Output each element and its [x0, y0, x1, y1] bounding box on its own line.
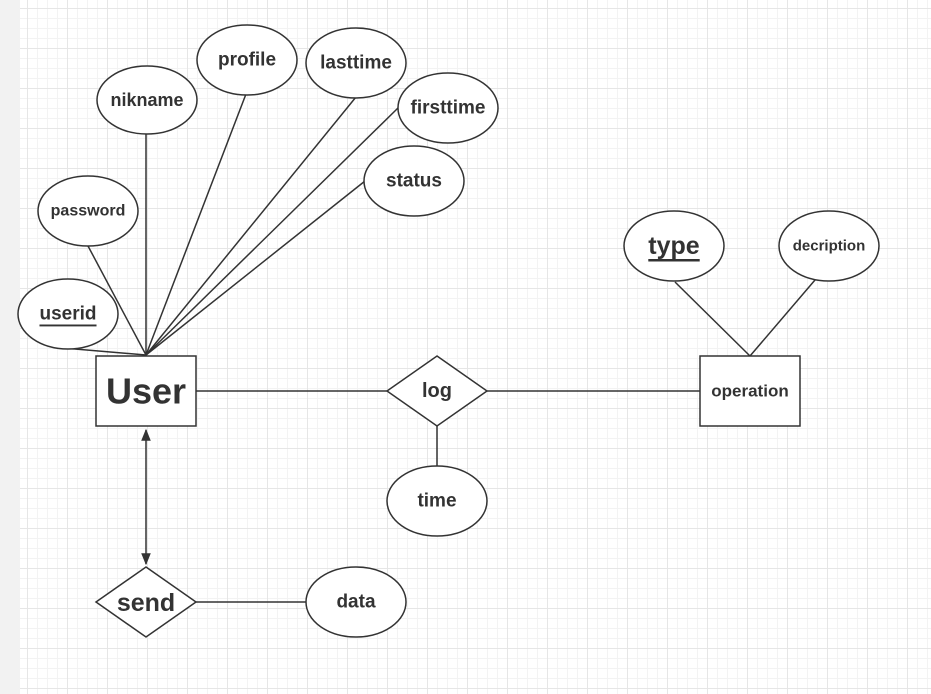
attribute-userid-label: userid [39, 304, 96, 325]
attribute-type: type [623, 210, 725, 282]
edge-user-status [145, 180, 366, 356]
attribute-password-label: password [51, 203, 126, 220]
entity-operation-label: operation [711, 382, 788, 401]
connectors [62, 93, 816, 603]
attribute-lasttime: lasttime [305, 27, 407, 99]
relationship-log: log [385, 355, 489, 427]
edge-user-password [87, 245, 147, 356]
attribute-firsttime: firsttime [397, 72, 499, 144]
attribute-password: password [37, 175, 139, 247]
entity-operation: operation [699, 355, 801, 427]
attribute-type-label: type [648, 232, 700, 260]
relationship-log-label: log [422, 380, 452, 402]
attribute-data-label: data [336, 592, 376, 613]
entity-user: User [95, 355, 197, 427]
attribute-data: data [305, 566, 407, 638]
edge-user-lasttime [145, 96, 357, 356]
attribute-firsttime-label: firsttime [411, 98, 486, 119]
edge-user-firsttime [145, 106, 400, 356]
edge-user-profile [145, 93, 247, 356]
attribute-userid: userid [17, 278, 119, 350]
attribute-status: status [363, 145, 465, 217]
attribute-decription: decription [778, 210, 880, 282]
entity-user-label: User [106, 371, 186, 412]
attribute-time: time [386, 465, 488, 537]
attribute-lasttime-label: lasttime [320, 53, 392, 74]
attribute-nikname-label: nikname [110, 90, 183, 110]
attribute-status-label: status [386, 171, 442, 192]
edge-operation-type [674, 281, 751, 357]
diagram-canvas [20, 0, 931, 694]
attribute-decription-label: decription [793, 238, 866, 255]
relationship-send: send [94, 566, 198, 638]
relationship-send-label: send [117, 589, 175, 617]
page-margin [0, 0, 20, 694]
attribute-profile-label: profile [218, 50, 276, 71]
attribute-profile: profile [196, 24, 298, 96]
edge-operation-decription [749, 279, 816, 357]
attribute-time-label: time [417, 491, 456, 512]
attribute-nikname: nikname [96, 65, 198, 135]
